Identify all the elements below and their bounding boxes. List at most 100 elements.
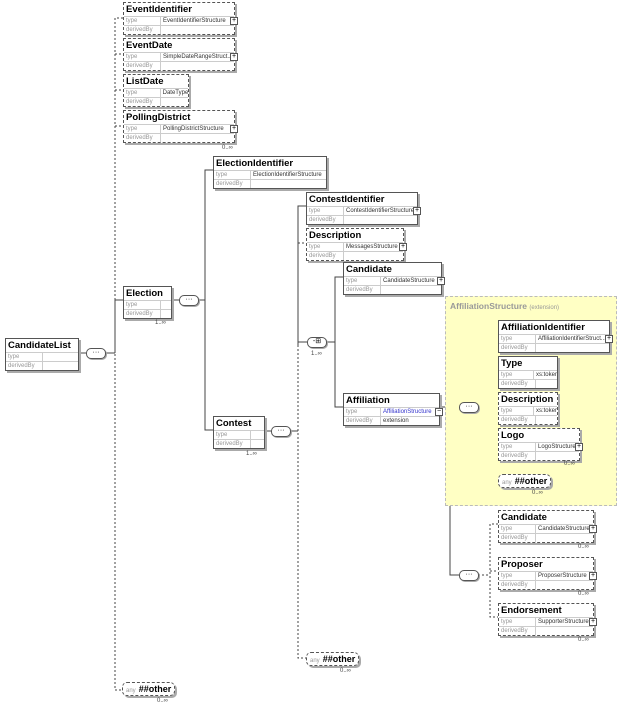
type-label: type xyxy=(499,443,536,451)
element-name: Proposer xyxy=(501,559,543,570)
derivedby-label: derivedBy xyxy=(499,380,536,388)
expand-icon[interactable]: + xyxy=(589,525,597,533)
sequence-icon[interactable]: ··· xyxy=(459,570,479,581)
type-label: type xyxy=(124,53,161,61)
sequence-icon[interactable]: ··· xyxy=(86,348,106,359)
occurrence-label: 0..∞ xyxy=(578,591,589,597)
any-label: any xyxy=(502,480,512,486)
element-name: PollingDistrict xyxy=(126,112,191,123)
occurrence-label: 0..∞ xyxy=(578,544,589,550)
derivedby-label: derivedBy xyxy=(307,252,344,260)
type-value: SupporterStructure xyxy=(538,619,589,625)
type-link[interactable]: AffiliationStructure xyxy=(383,409,432,415)
sequence-icon[interactable]: ··· xyxy=(179,295,199,306)
type-value: PollingDistrictStructure xyxy=(163,126,224,132)
element-name: Affiliation xyxy=(346,395,390,406)
derivedby-label: derivedBy xyxy=(499,452,536,460)
type-label: type xyxy=(499,525,536,533)
derivedby-label: derivedBy xyxy=(6,362,43,370)
derivedby-label: derivedBy xyxy=(499,534,536,542)
derivedby-label: derivedBy xyxy=(307,216,344,224)
derivedby-label: derivedBy xyxy=(344,286,381,294)
sequence-icon[interactable]: ··· xyxy=(271,426,291,437)
type-value: ElectionIdentifierStructure xyxy=(253,172,322,178)
occurrence-label: 1..∞ xyxy=(155,320,166,326)
type-label: type xyxy=(124,89,161,97)
type-value: xs:token xyxy=(535,408,557,414)
any-namespace: ##other xyxy=(138,684,172,694)
derivedby-label: derivedBy xyxy=(499,581,536,589)
derivedby-label: derivedBy xyxy=(124,62,161,70)
type-label: type xyxy=(499,618,536,626)
type-label: type xyxy=(344,277,381,285)
sequence-icon[interactable]: ··· xyxy=(459,402,479,413)
element-name: Description xyxy=(309,230,362,241)
occurrence-label: 0..∞ xyxy=(222,145,233,151)
type-label: type xyxy=(307,243,344,251)
expand-icon[interactable]: + xyxy=(589,618,597,626)
expand-icon[interactable]: + xyxy=(413,207,421,215)
element-name: Candidate xyxy=(346,264,392,275)
type-value: CandidateStructure xyxy=(383,278,435,284)
type-label: type xyxy=(124,301,161,309)
type-label: type xyxy=(214,431,251,439)
type-value: SimpleDateRangeStruct... xyxy=(163,54,233,60)
expand-icon[interactable]: + xyxy=(230,125,238,133)
any-label: any xyxy=(310,658,320,664)
any-other-root[interactable]: any##other xyxy=(122,682,176,696)
expand-icon[interactable]: + xyxy=(589,572,597,580)
occurrence-label: 0..∞ xyxy=(578,637,589,643)
type-label: type xyxy=(307,207,344,215)
any-label: any xyxy=(126,688,136,694)
expand-icon[interactable]: + xyxy=(575,443,583,451)
element-name: ElectionIdentifier xyxy=(216,158,294,169)
expand-icon[interactable]: + xyxy=(605,335,613,343)
derivedby-label: derivedBy xyxy=(499,416,536,424)
collapse-icon[interactable]: − xyxy=(435,408,443,416)
type-value: xs:token xyxy=(535,372,557,378)
element-name: Contest xyxy=(216,418,252,429)
expand-icon[interactable]: + xyxy=(230,53,238,61)
any-other-contest[interactable]: any##other xyxy=(306,652,360,666)
type-label: type xyxy=(214,171,251,179)
group-note: (extension) xyxy=(529,305,560,311)
type-label: type xyxy=(124,125,161,133)
type-label: type xyxy=(499,407,534,415)
expand-icon[interactable]: + xyxy=(230,17,238,25)
derivedby-label: derivedBy xyxy=(214,440,251,448)
type-value: AffiliationIdentifierStruct... xyxy=(538,336,606,342)
type-value: CandidateStructure xyxy=(538,526,590,532)
derivedby-value: extension xyxy=(383,418,409,424)
occurrence-label: 0..∞ xyxy=(340,668,351,674)
expand-icon[interactable]: + xyxy=(437,277,445,285)
derivedby-label: derivedBy xyxy=(499,344,536,352)
derivedby-label: derivedBy xyxy=(124,310,161,318)
choice-icon[interactable]: -⊞ xyxy=(307,337,327,348)
type-label: type xyxy=(124,17,161,25)
type-value: MessagesStructure xyxy=(346,244,398,250)
group-title: AffiliationStructure xyxy=(450,301,527,311)
expand-icon[interactable]: + xyxy=(399,243,407,251)
any-other-affiliation[interactable]: any##other xyxy=(498,474,552,488)
derivedby-label: derivedBy xyxy=(124,98,161,106)
type-label: type xyxy=(344,408,381,416)
